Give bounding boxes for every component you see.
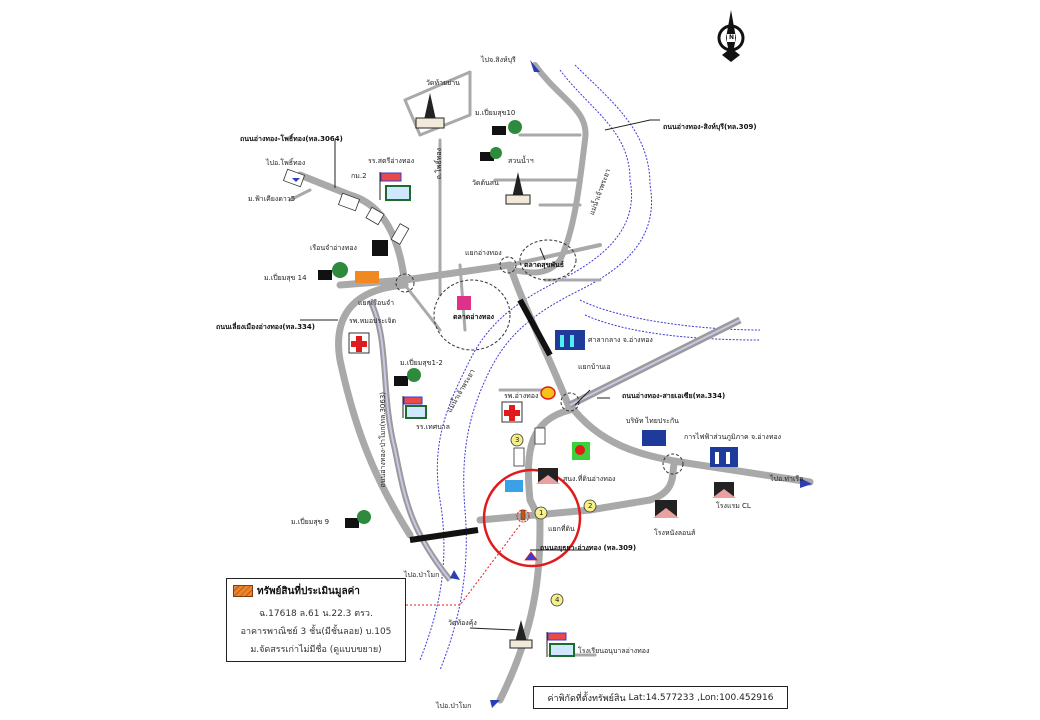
place-village-1-2: ม.เปี่ยมสุข1-2 (400, 359, 443, 367)
road-network (288, 62, 814, 704)
place-hosp-private: รพ.หมอประเจิด (349, 317, 397, 325)
place-junction-ban-tha: แยกบ้านเอ (578, 363, 611, 371)
place-village-10: ม.เปี่ยมสุข10 (475, 109, 516, 117)
junction-circles (395, 239, 684, 475)
place-junction-prison: แยกเรือนจำ (358, 299, 395, 307)
direction-to-phothong: ไปอ.โพธิ์ทอง (266, 159, 306, 167)
place-city-hall: ศาลากลาง จ.อ่างทอง (588, 336, 653, 344)
north-label: N (729, 34, 735, 41)
lat-value: 14.577233 (645, 692, 695, 703)
road-label-334-bypass: ถนนเลี่ยงเมืองอ่างทอง(ทล.334) (216, 323, 316, 331)
marker-3 (510, 433, 524, 447)
subject-area-circle (482, 468, 582, 568)
north-arrow-icon (717, 10, 745, 62)
village-icon (318, 120, 522, 528)
leader-lines (300, 119, 660, 631)
market-logo-icon (457, 296, 471, 310)
road-label-3064: ถนนอ่างทอง-โพธิ์ทอง(ทล.3064) (240, 135, 343, 143)
road-label-local: ถ.โพธิ์ทอง (435, 148, 443, 180)
place-wat-ton-son: วัดต้นสน (472, 179, 499, 187)
place-school-tesaban: รร.เทศบาล (416, 423, 450, 431)
legend-title: ทรัพย์สินที่ประเมินมูลค่า (233, 584, 360, 599)
marker-1 (534, 506, 548, 520)
police-icon (524, 551, 538, 561)
marker-4-label: 4 (555, 596, 560, 604)
direction-arrows (292, 60, 812, 708)
place-market-suk: ตลาดสุขพันธ์ (524, 261, 565, 269)
bridge (409, 298, 553, 543)
place-hosp-angthong: รพ.อ่างทอง (504, 392, 539, 400)
place-school-sathri: รร.สตรีอ่างทอง (368, 157, 415, 165)
place-prison: เรือนจำอ่างทอง (310, 244, 357, 252)
place-km2: กม.2 (351, 172, 367, 180)
coordinates-box: ค่าพิกัดที่ตั้งทรัพย์สิน Lat: 14.577233 … (533, 686, 788, 709)
direction-to-pamok-1: ไปอ.ป่าโมก (404, 571, 440, 579)
place-junction-land: แยกที่ดิน (548, 525, 575, 533)
bank-logo-icon (355, 271, 379, 283)
lat-label: Lat: (628, 692, 646, 703)
river-chao-phraya (419, 64, 652, 671)
road-label-309-south: ถนนอยุธยา-อ่างทอง (ทล.309) (540, 544, 637, 552)
legend-line-2: อาคารพาณิชย์ 3 ชั้น(มีชั้นลอย) บ.105 (240, 627, 392, 637)
place-village-fah: ม.ฟ้าเคียงดาว5 (248, 195, 296, 203)
place-village-14: ม.เปี่ยมสุข 14 (264, 274, 307, 282)
legend-pointer-line (406, 524, 521, 606)
school-icon (379, 172, 575, 657)
place-wat-pho: วัดท้องคุ้ง (448, 619, 477, 627)
legend-box: ทรัพย์สินที่ประเมินมูลค่า ฉ.17618 ล.61 น… (226, 578, 406, 662)
legend-title-text: ทรัพย์สินที่ประเมินมูลค่า (257, 586, 360, 597)
crosswalk-icons (282, 168, 546, 467)
marker-2 (583, 499, 597, 513)
place-hotel-cl: โรงแรม CL (716, 502, 751, 510)
gas-station-icon (540, 386, 556, 400)
bank-logo-icon (505, 480, 523, 492)
lon-label: ,Lon: (697, 692, 720, 703)
place-market-angthong: ตลาดอ่างทอง (453, 313, 495, 321)
road-label-3063: ถนนอ่างทอง-ป่าโมก(ทล.3063) (379, 392, 387, 488)
direction-to-pamok-2: ไปอ.ป่าโมก (436, 702, 472, 710)
place-village-9: ม.เปี่ยมสุข 9 (291, 518, 330, 526)
direction-to-tharuea: ไปอ.ท่าเรือ (770, 475, 804, 483)
marker-1-label: 1 (539, 509, 544, 517)
direction-to-singburi: ไปจ.สิงห์บุรี (481, 56, 516, 64)
temple-icon (415, 93, 533, 649)
place-cinema: โรงหนังลอนส์ (654, 529, 696, 537)
road-label-334-east: ถนนอ่างทอง-สายเอเซีย(ทล.334) (622, 392, 726, 400)
lon-value: 100.452916 (719, 692, 774, 703)
coordinates-label: ค่าพิกัดที่ตั้งทรัพย์สิน (547, 693, 626, 704)
place-company: บริษัท ไทยประกัน (626, 417, 679, 425)
marker-3-label: 3 (515, 436, 520, 444)
place-junction-angthong: แยกอ่างทอง (465, 249, 502, 257)
hospital-icon (348, 332, 523, 423)
road-label-309-north: ถนนอ่างทอง-สิงห์บุรี(ทล.309) (663, 123, 757, 131)
building-icon (372, 240, 736, 518)
place-school-anuban: โรงเรียนอนุบาลอ่างทอง (578, 647, 650, 655)
property-swatch-icon (233, 585, 253, 597)
government-building-icon (555, 330, 738, 467)
place-land-office: สนง.ที่ดินอ่างทอง (563, 475, 616, 483)
legend-line-3: ม.จัดสรรเก่าไม่มีชื่อ (ดูแบบขยาย) (250, 645, 382, 655)
marker-2-label: 2 (588, 502, 593, 510)
marker-4 (550, 593, 564, 607)
place-wat-khoi-yan: วัดท้ายย่าน (426, 79, 460, 87)
place-suan-nam: สวนน้ำฯ (508, 157, 534, 165)
legend-line-1: ฉ.17618 ล.61 น.22.3 ตรว. (259, 609, 373, 619)
place-pea: การไฟฟ้าส่วนภูมิภาค จ.อ่างทอง (684, 433, 782, 441)
numbered-markers (510, 433, 597, 607)
river-bank (579, 299, 761, 341)
